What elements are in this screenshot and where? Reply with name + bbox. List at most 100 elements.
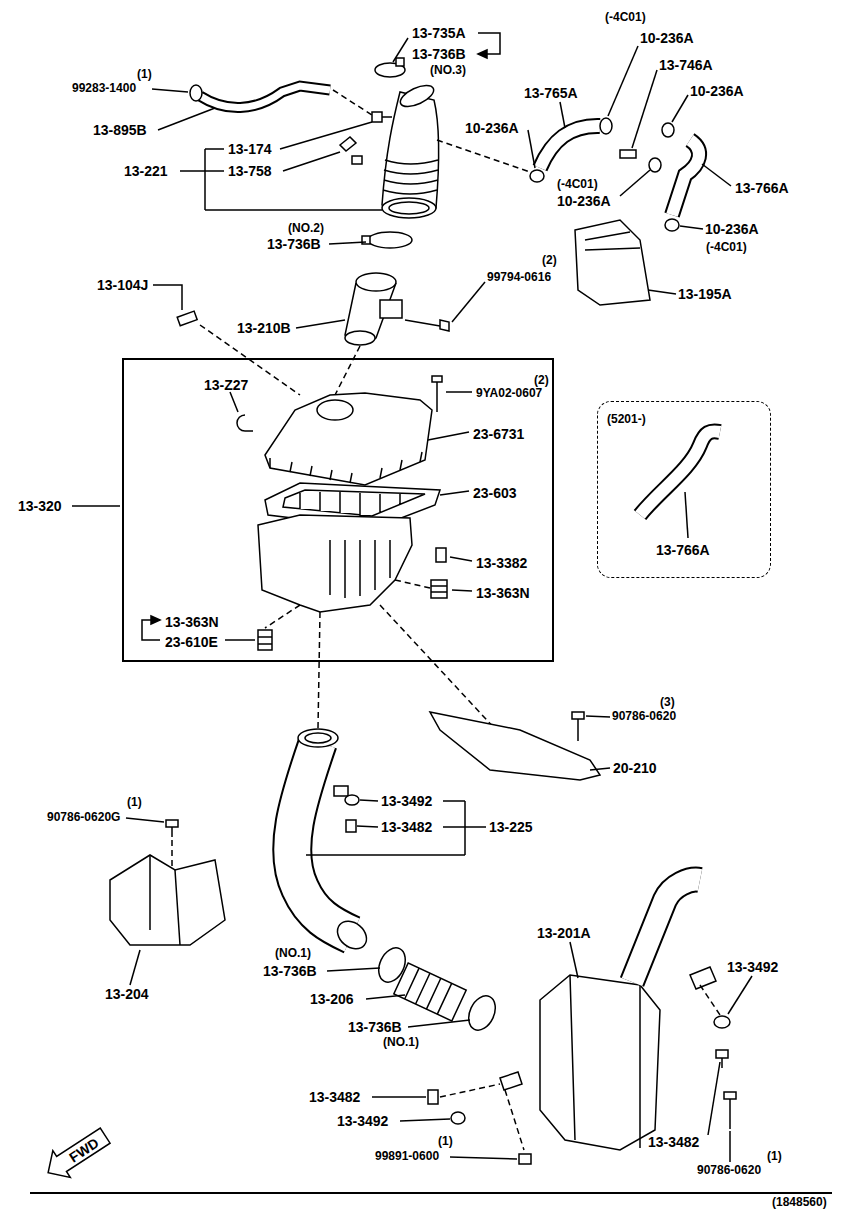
leader-lines xyxy=(283,152,340,171)
leader-lines xyxy=(680,226,703,229)
top-right-hoses xyxy=(575,220,650,305)
air-cleaner xyxy=(265,605,300,628)
lower-ducts xyxy=(440,1084,500,1097)
top-right-hoses xyxy=(585,232,640,250)
callout-number: (NO.2) xyxy=(288,221,324,235)
callout-number: (-4C01) xyxy=(605,10,646,24)
part-number: 13-766A xyxy=(735,180,789,196)
bracket-arrows xyxy=(142,33,500,855)
leader-lines xyxy=(620,170,650,196)
lower-ducts xyxy=(110,855,225,945)
part-number: 10-236A xyxy=(705,221,759,237)
part-number: 13-3482 xyxy=(309,1089,360,1105)
leader-lines xyxy=(400,1119,450,1121)
lower-ducts xyxy=(632,880,700,982)
part-number: 13-195A xyxy=(678,286,732,302)
part-number: 90786-0620 xyxy=(612,709,676,723)
part-number: 13-3492 xyxy=(727,959,778,975)
lower-ducts xyxy=(451,1112,465,1124)
leader-lines xyxy=(450,557,472,561)
leader-lines xyxy=(153,285,182,310)
part-number: 13-766A xyxy=(656,542,710,558)
part-number: 13-3382 xyxy=(476,555,527,571)
leader-lines xyxy=(702,164,731,186)
air-cleaner xyxy=(258,515,412,612)
breather-hose xyxy=(200,86,330,108)
intake-duct xyxy=(372,112,382,122)
leader-lines xyxy=(452,282,485,322)
leader-lines xyxy=(72,38,752,1162)
lower-ducts xyxy=(505,1090,524,1150)
part-number: 13-3492 xyxy=(381,793,432,809)
part-number: 13-221 xyxy=(124,163,168,179)
lower-ducts xyxy=(519,1154,531,1164)
part-number: 13-363N xyxy=(476,585,530,601)
lower-ducts xyxy=(374,944,411,987)
part-number: 13-3482 xyxy=(381,819,432,835)
leader-lines xyxy=(357,826,378,827)
callout-number: (NO.3) xyxy=(430,63,466,77)
air-cleaner xyxy=(270,452,422,483)
intake-duct xyxy=(340,58,530,248)
callout-number: (1848560) xyxy=(772,1195,827,1209)
part-number: 90786-0620 xyxy=(697,1163,761,1177)
air-cleaner xyxy=(431,586,447,592)
air-cleaner xyxy=(258,630,272,650)
top-right-hoses xyxy=(540,126,600,168)
part-number: 13-3482 xyxy=(648,1134,699,1150)
callout-number: (-4C01) xyxy=(706,240,747,254)
callout-number: (2) xyxy=(534,373,549,387)
intake-duct xyxy=(437,140,530,172)
part-number: 10-236A xyxy=(465,120,519,136)
part-number: 10-236A xyxy=(557,193,611,209)
part-number: 13-895B xyxy=(93,122,147,138)
leader-lines xyxy=(608,46,638,116)
part-number: 13-225 xyxy=(489,819,533,835)
part-number: 13-104J xyxy=(97,277,148,293)
part-number: 99794-0616 xyxy=(487,270,551,284)
lower-ducts xyxy=(394,963,466,1021)
leader-lines xyxy=(360,800,378,801)
part-number: 13-Z27 xyxy=(204,377,248,393)
leader-lines xyxy=(708,1062,720,1135)
lower-ducts xyxy=(394,963,466,1021)
top-right-hoses xyxy=(665,219,679,231)
top-right-hoses xyxy=(620,150,636,158)
leader-lines xyxy=(230,392,238,412)
part-number: 13-736B xyxy=(267,236,321,252)
bracket-arrows xyxy=(151,616,160,624)
airflow-sensor xyxy=(177,273,449,395)
intake-duct xyxy=(397,81,436,111)
part-number: 90786-0620G xyxy=(47,810,120,824)
leader-lines xyxy=(685,492,688,538)
part-number: 13-320 xyxy=(18,498,62,514)
air-cleaner xyxy=(431,580,447,598)
part-number: 13-736B xyxy=(263,963,317,979)
intake-duct xyxy=(383,160,438,194)
lower-ducts xyxy=(298,729,338,747)
top-right-hoses xyxy=(672,140,699,215)
part-number: 9YA02-0607 xyxy=(476,386,542,400)
leader-lines xyxy=(329,242,366,244)
lower-ducts xyxy=(690,967,716,989)
bracket-arrows xyxy=(478,33,500,54)
callout-number: (5201-) xyxy=(607,412,646,426)
lower-ducts xyxy=(332,916,372,955)
part-number: 13-736B xyxy=(412,46,466,62)
intake-duct xyxy=(396,58,404,66)
leader-lines xyxy=(440,491,469,495)
breather-hose xyxy=(333,90,372,115)
leader-lines xyxy=(393,38,408,62)
bracket-arrows xyxy=(180,149,382,210)
airflow-sensor xyxy=(356,273,396,291)
breather-hose xyxy=(200,86,330,108)
leader-lines xyxy=(126,818,164,822)
airflow-sensor xyxy=(380,300,402,318)
part-number: 13-363N xyxy=(165,614,219,630)
bracket-arrows xyxy=(306,801,486,855)
air-cleaner xyxy=(432,376,442,412)
leader-lines xyxy=(648,290,676,294)
callout-number: (1) xyxy=(137,67,152,81)
callout-number: (3) xyxy=(660,695,675,709)
